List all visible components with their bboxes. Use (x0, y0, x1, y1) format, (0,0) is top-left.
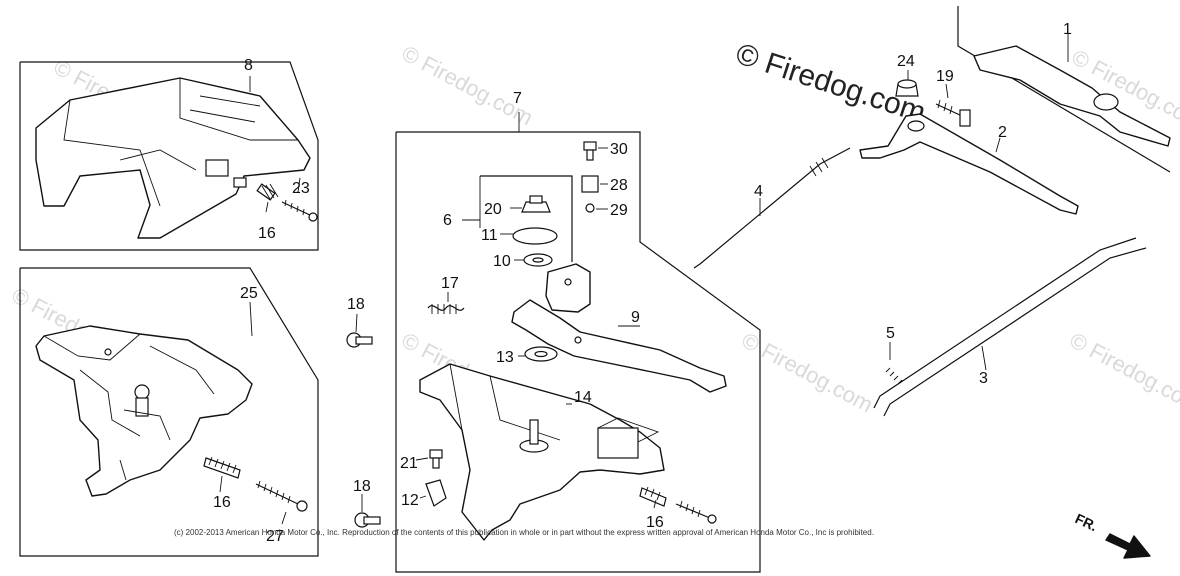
part-bolt-18-upper (346, 313, 373, 348)
callout-2: 2 (998, 124, 1007, 141)
callout-25: 25 (240, 285, 258, 302)
callout-16-top: 16 (258, 225, 276, 242)
callout-labels: 1 2 3 4 5 6 7 8 9 10 11 12 13 14 16 16 1… (213, 21, 1072, 545)
part-arm-1 (957, 6, 1171, 173)
watermark-faint: © Firedog.com (738, 327, 877, 417)
callout-7: 7 (513, 90, 522, 107)
callout-10: 10 (493, 253, 511, 270)
part-bolt-21 (415, 449, 443, 469)
callout-30: 30 (610, 141, 628, 158)
part-bolt-18-lower (354, 494, 381, 528)
copyright-notice: (c) 2002-2013 American Honda Motor Co., … (174, 528, 874, 537)
part-lever-9 (511, 299, 727, 393)
part-nut-24 (895, 70, 919, 97)
callout-6: 6 (443, 212, 452, 229)
watermark-faint: © Firedog.com (1066, 327, 1180, 417)
part-washer-10 (514, 253, 553, 267)
callout-28: 28 (610, 177, 628, 194)
callout-11: 11 (481, 227, 498, 244)
front-direction-indicator: FR. (1073, 510, 1151, 559)
part-nut-20 (510, 195, 551, 213)
callout-17: 17 (441, 275, 459, 292)
callout-1: 1 (1063, 21, 1072, 38)
callout-18-upper: 18 (347, 296, 365, 313)
part-spring-5 (885, 342, 903, 385)
callout-19: 19 (936, 68, 954, 85)
callout-23: 23 (292, 180, 310, 197)
callout-21: 21 (400, 455, 418, 472)
callout-9: 9 (631, 309, 640, 326)
part-bolt-19 (935, 83, 971, 127)
callout-13: 13 (496, 349, 514, 366)
part-clip-12 (419, 479, 447, 507)
box-assembly-8 (19, 61, 319, 251)
callout-18-lower: 18 (353, 478, 371, 495)
fr-label: FR. (1073, 510, 1100, 534)
callout-29: 29 (610, 202, 628, 219)
part-clip-29 (585, 203, 608, 213)
part-lever-2 (859, 113, 1079, 215)
callout-16-center: 16 (646, 514, 664, 531)
callout-27: 27 (266, 528, 284, 545)
callout-8: 8 (244, 57, 253, 74)
part-base-14 (419, 363, 665, 541)
callout-4: 4 (754, 183, 763, 200)
callout-14: 14 (574, 389, 592, 406)
part-washer-13 (518, 346, 558, 362)
part-rod-4 (693, 147, 851, 269)
part-spring-17 (427, 292, 465, 314)
box-assembly-25 (19, 267, 319, 557)
callout-16-left: 16 (213, 494, 231, 511)
part-plate-11 (500, 227, 558, 245)
watermark-faint: © Firedog.com (398, 40, 537, 130)
part-rod-3 (873, 237, 1147, 417)
part-bolt-30 (583, 141, 608, 161)
callout-24: 24 (897, 53, 915, 70)
callout-12: 12 (401, 492, 419, 509)
callout-20: 20 (484, 201, 502, 218)
callout-3: 3 (979, 370, 988, 387)
part-collar-28 (581, 175, 608, 193)
callout-5: 5 (886, 325, 895, 342)
box-assembly-7 (395, 112, 761, 573)
